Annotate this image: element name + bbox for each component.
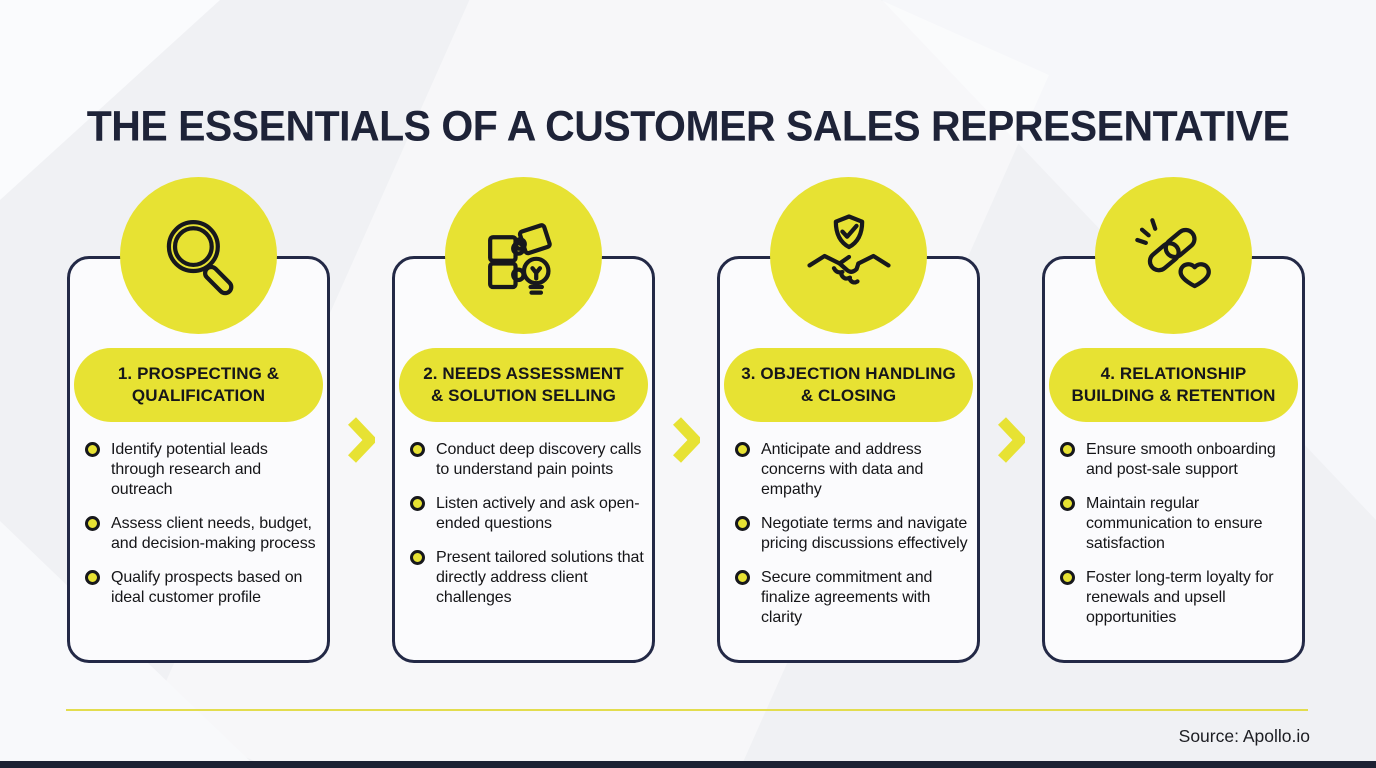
bullet-ring-icon (85, 570, 100, 585)
list-item: Secure commitment and finalize agreement… (735, 568, 970, 628)
chevron-right-icon (347, 416, 375, 464)
step4-header-pill: 4. RELATIONSHIP BUILDING & RETENTION (1049, 348, 1298, 422)
chevron-right-icon (672, 416, 700, 464)
bullet-text: Assess client needs, budget, and decisio… (111, 515, 316, 552)
source-credit: Source: Apollo.io (1178, 726, 1310, 746)
bullet-text: Qualify prospects based on ideal custome… (111, 569, 303, 606)
step2-icon-circle (445, 177, 602, 334)
list-item: Present tailored solutions that directly… (410, 548, 645, 608)
step3-title: 3. OBJECTION HANDLING & CLOSING (741, 363, 956, 405)
bullet-text: Foster long-term loyalty for renewals an… (1086, 569, 1274, 626)
step3-bullet-list: Anticipate and address concerns with dat… (735, 440, 970, 642)
bottom-accent-bar (0, 761, 1376, 768)
list-item: Assess client needs, budget, and decisio… (85, 514, 320, 554)
bullet-ring-icon (1060, 442, 1075, 457)
list-item: Foster long-term loyalty for renewals an… (1060, 568, 1295, 628)
handshake-shield-icon (806, 213, 891, 285)
step3-icon-circle (770, 177, 927, 334)
step1-icon-circle (120, 177, 277, 334)
bullet-text: Conduct deep discovery calls to understa… (436, 441, 642, 478)
bullet-ring-icon (410, 550, 425, 565)
list-item: Ensure smooth onboarding and post-sale s… (1060, 440, 1295, 480)
puzzle-lightbulb-icon (487, 222, 552, 295)
step3-header-pill: 3. OBJECTION HANDLING & CLOSING (724, 348, 973, 422)
step2-title: 2. NEEDS ASSESSMENT & SOLUTION SELLING (423, 363, 624, 405)
list-item: Qualify prospects based on ideal custome… (85, 568, 320, 608)
bullet-ring-icon (735, 516, 750, 531)
step1-bullet-list: Identify potential leads through researc… (85, 440, 320, 622)
list-item: Identify potential leads through researc… (85, 440, 320, 500)
bullet-ring-icon (1060, 496, 1075, 511)
bullet-ring-icon (735, 442, 750, 457)
bullet-ring-icon (410, 496, 425, 511)
list-item: Listen actively and ask open-ended quest… (410, 494, 645, 534)
step4-icon-circle (1095, 177, 1252, 334)
list-item: Negotiate terms and navigate pricing dis… (735, 514, 970, 554)
step2-bullet-list: Conduct deep discovery calls to understa… (410, 440, 645, 622)
chain-link-heart-icon (1134, 217, 1211, 288)
chevron-right-icon (997, 416, 1025, 464)
bullet-ring-icon (85, 442, 100, 457)
step4-bullet-list: Ensure smooth onboarding and post-sale s… (1060, 440, 1295, 642)
bullet-text: Identify potential leads through researc… (111, 441, 268, 498)
bullet-text: Present tailored solutions that directly… (436, 549, 644, 606)
bullet-ring-icon (85, 516, 100, 531)
bullet-ring-icon (735, 570, 750, 585)
bullet-text: Negotiate terms and navigate pricing dis… (761, 515, 968, 552)
bullet-text: Anticipate and address concerns with dat… (761, 441, 924, 498)
bullet-ring-icon (1060, 570, 1075, 585)
magnifying-glass-icon (166, 219, 233, 295)
step2-header-pill: 2. NEEDS ASSESSMENT & SOLUTION SELLING (399, 348, 648, 422)
bullet-text: Secure commitment and finalize agreement… (761, 569, 933, 626)
step4-title: 4. RELATIONSHIP BUILDING & RETENTION (1071, 363, 1276, 405)
list-item: Conduct deep discovery calls to understa… (410, 440, 645, 480)
bullet-ring-icon (410, 442, 425, 457)
background-triangle-top-left (0, 0, 220, 200)
list-item: Anticipate and address concerns with dat… (735, 440, 970, 500)
bullet-text: Ensure smooth onboarding and post-sale s… (1086, 441, 1276, 478)
footer-divider (66, 709, 1308, 711)
bullet-text: Maintain regular communication to ensure… (1086, 495, 1263, 552)
bullet-text: Listen actively and ask open-ended quest… (436, 495, 640, 532)
step1-header-pill: 1. PROSPECTING & QUALIFICATION (74, 348, 323, 422)
page-title: THE ESSENTIALS OF A CUSTOMER SALES REPRE… (86, 102, 1290, 151)
step1-title: 1. PROSPECTING & QUALIFICATION (117, 363, 280, 405)
list-item: Maintain regular communication to ensure… (1060, 494, 1295, 554)
